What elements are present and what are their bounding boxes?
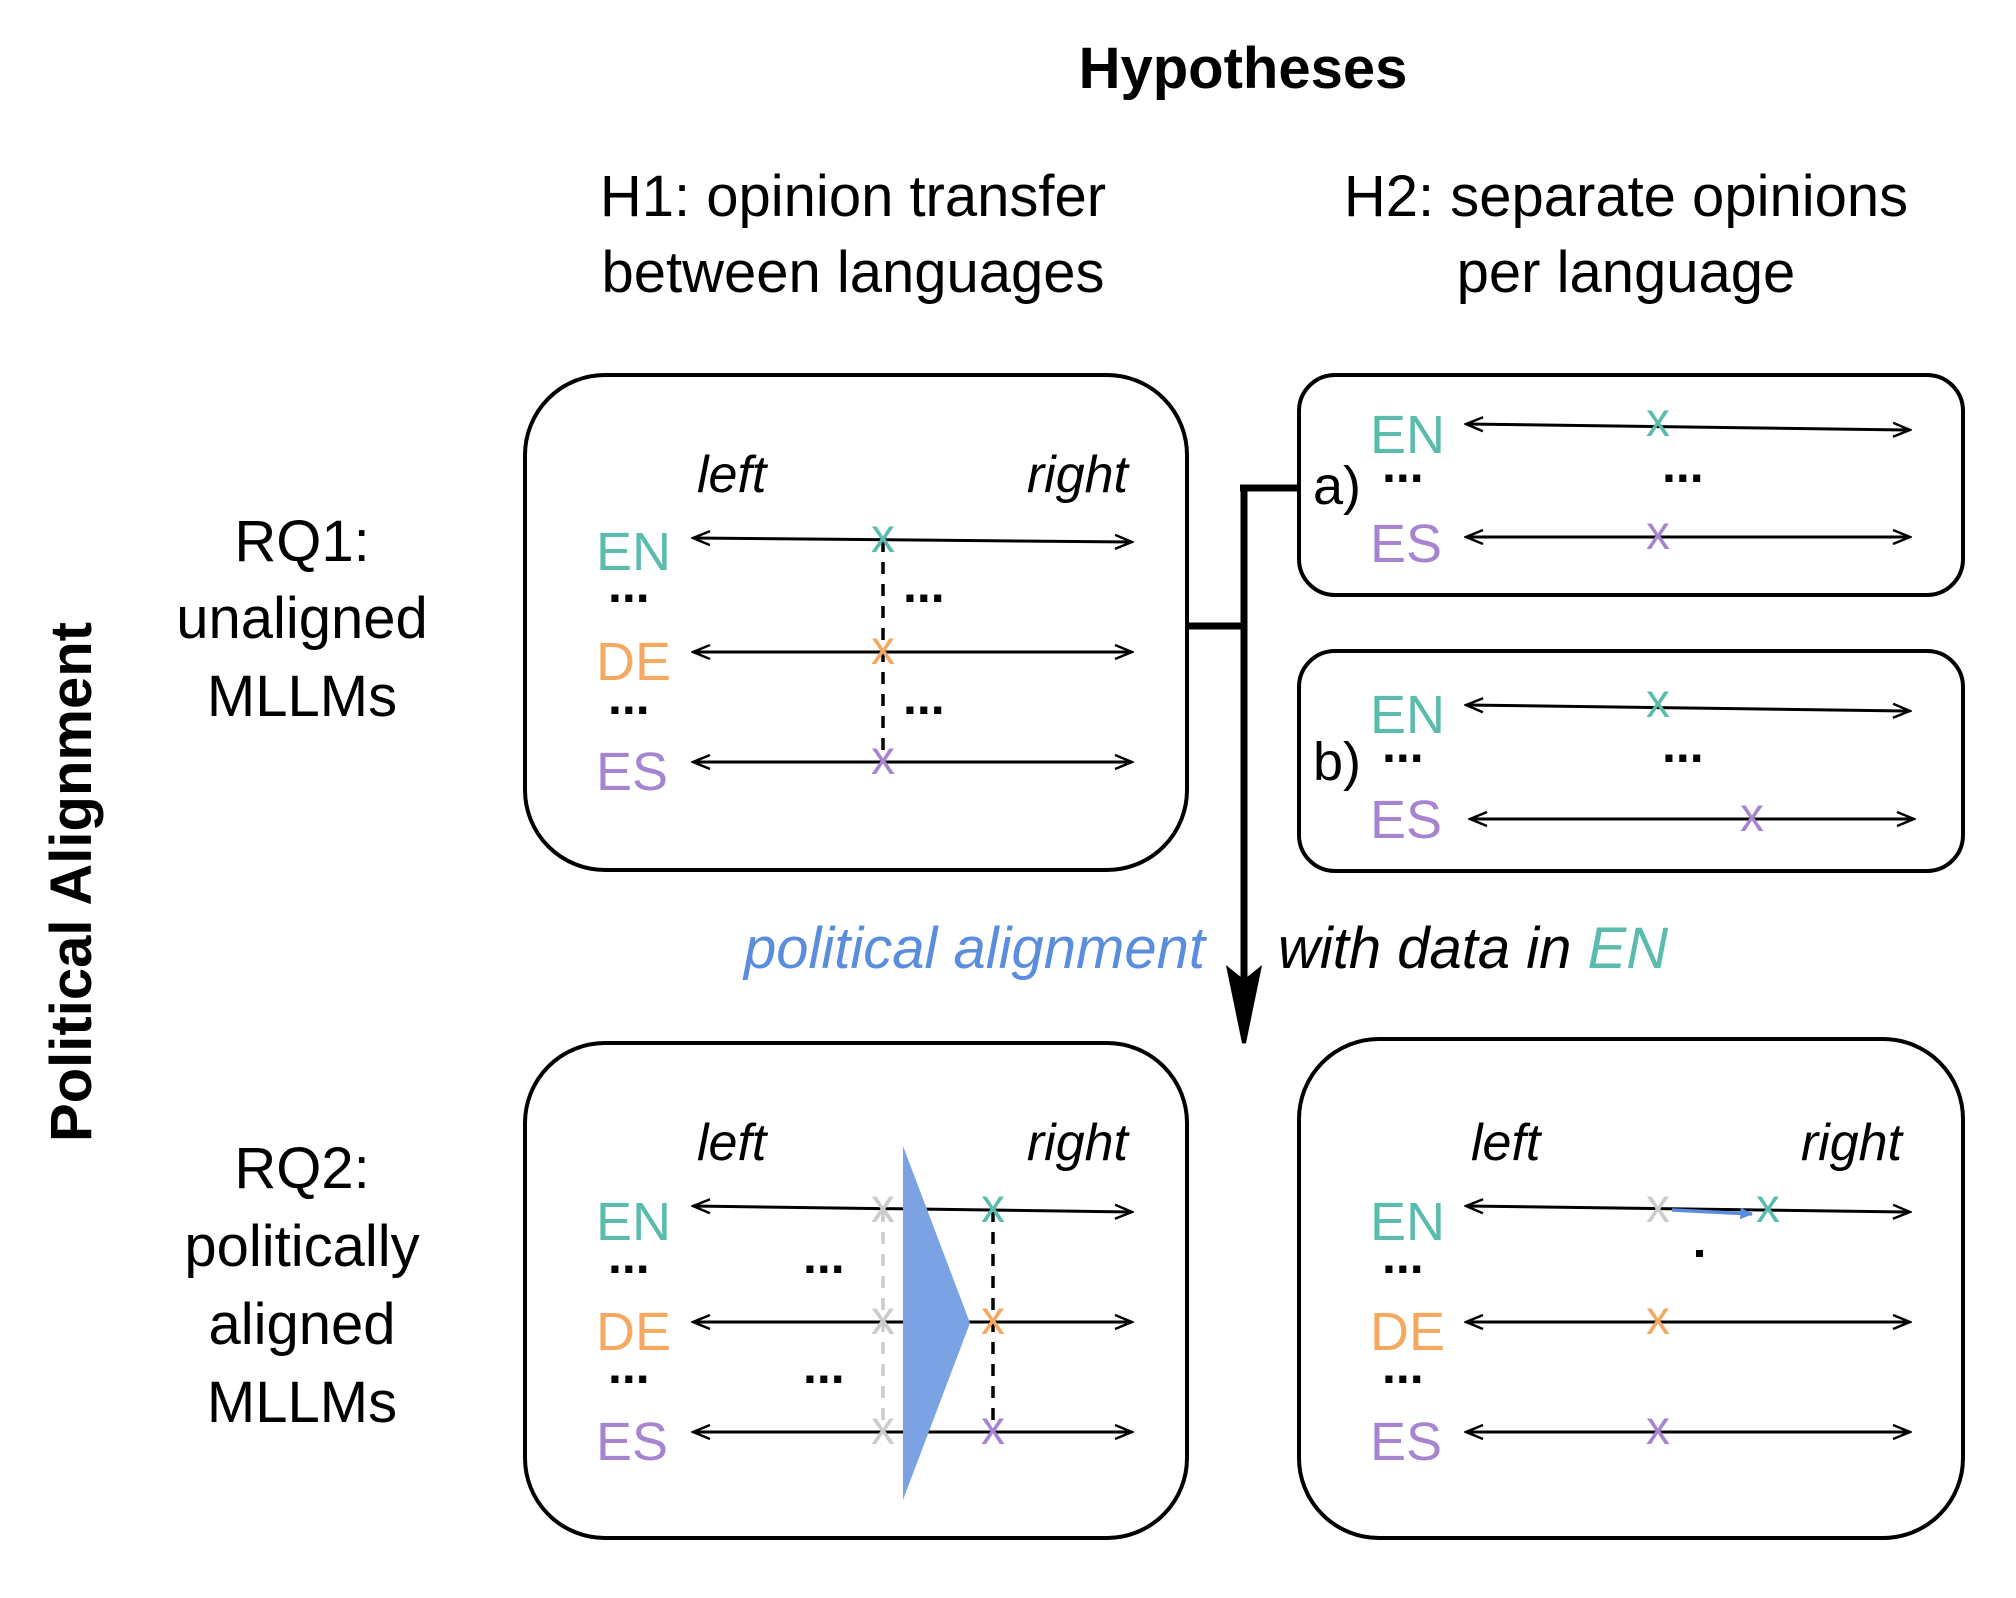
column-header-h1-line1: H1: opinion transfer	[600, 164, 1106, 229]
lang-label-en: EN	[596, 522, 671, 582]
variant-label-a: a)	[1313, 456, 1361, 516]
axis-label-right: right	[1027, 446, 1131, 504]
lang-label-en: EN	[596, 1192, 671, 1252]
row-label-rq1-line3: MLLMs	[207, 664, 397, 729]
previous-opinion-mark-es: x	[871, 1402, 895, 1455]
axis-label-right: right	[1801, 1114, 1905, 1172]
opinion-mark-en: x	[1646, 394, 1670, 447]
ellipsis-lang: ...	[1382, 1228, 1424, 1284]
transition-label-data-lang: EN	[1588, 916, 1669, 981]
ellipsis-lang: ...	[608, 1338, 650, 1394]
panel-rq2-h2	[1297, 1037, 1965, 1540]
row-label-rq1: RQ1: unaligned MLLMs	[176, 509, 428, 729]
ellipsis-mid: ...	[803, 1338, 845, 1394]
ellipsis-lang: ...	[608, 669, 650, 725]
row-label-rq2: RQ2: politically aligned MLLMs	[184, 1136, 419, 1435]
axis-line-en	[1466, 705, 1910, 711]
column-header-h1: H1: opinion transfer between languages	[600, 164, 1106, 305]
column-header-h1-line2: between languages	[601, 240, 1104, 305]
previous-opinion-mark-de: x	[871, 1292, 895, 1345]
ellipsis-mid: ...	[1662, 717, 1704, 773]
lang-label-en: EN	[1370, 685, 1445, 745]
ellipsis-lang: ...	[608, 557, 650, 613]
opinion-mark-de: x	[1646, 1292, 1670, 1345]
ellipsis-mid: ...	[803, 1228, 845, 1284]
transfer-triangle-icon	[903, 1146, 970, 1500]
ellipsis-lang: ...	[1382, 717, 1424, 773]
opinion-mark-en: x	[871, 510, 895, 563]
transition-label-data: with data in EN	[1278, 916, 1668, 981]
lang-label-es: ES	[1370, 790, 1442, 850]
shift-arrow-icon	[1671, 1207, 1754, 1220]
lang-label-en: EN	[1370, 1192, 1445, 1252]
axis-label-left: left	[697, 446, 769, 504]
axis-label-left: left	[1471, 1114, 1543, 1172]
ellipsis-mid: ...	[1662, 437, 1704, 493]
ellipsis-mid: ...	[903, 669, 945, 725]
opinion-mark-de: x	[981, 1292, 1005, 1345]
panel-rq1-h2b-content: EN ES x x......	[1370, 675, 1914, 850]
column-header-h2: H2: separate opinions per language	[1344, 164, 1908, 305]
opinion-mark-de: x	[871, 622, 895, 675]
axis-label-left: left	[697, 1114, 769, 1172]
panel-rq2-h1	[523, 1041, 1189, 1540]
previous-opinion-mark-en: x	[1646, 1180, 1670, 1233]
axis-line-en	[1466, 1206, 1910, 1212]
opinion-mark-en: x	[1756, 1180, 1780, 1233]
ellipsis-mid: ...	[903, 557, 945, 613]
ellipsis-lang: ...	[608, 1228, 650, 1284]
row-label-rq1-line2: unaligned	[176, 586, 428, 651]
transition-label-alignment: political alignment	[742, 916, 1208, 981]
previous-opinion-mark-en: x	[871, 1180, 895, 1233]
lang-label-de: DE	[596, 632, 671, 692]
panel-rq1-h2b	[1297, 649, 1965, 873]
lang-label-de: DE	[1370, 1302, 1445, 1362]
opinion-mark-es: x	[871, 732, 895, 785]
stray-dot	[1696, 1250, 1703, 1257]
ellipsis-lang: ...	[1382, 437, 1424, 493]
connector	[1187, 484, 1299, 990]
opinion-mark-es: x	[1646, 507, 1670, 560]
row-label-rq2-line2: politically	[184, 1214, 419, 1279]
axis-line-en	[1466, 424, 1910, 430]
side-label: Political Alignment	[39, 622, 104, 1142]
lang-label-es: ES	[596, 742, 668, 802]
opinion-mark-es: x	[1740, 789, 1764, 842]
transition-label-data-text: with data in	[1278, 916, 1588, 981]
opinion-mark-es: x	[1646, 1402, 1670, 1455]
opinion-mark-es: x	[981, 1402, 1005, 1455]
column-header-h2-line1: H2: separate opinions	[1344, 164, 1908, 229]
main-arrow-icon	[1225, 964, 1263, 1044]
lang-label-es: ES	[596, 1412, 668, 1472]
row-label-rq2-line3: aligned	[208, 1292, 395, 1357]
diagram-title: Hypotheses	[1079, 36, 1408, 101]
axis-line-en	[693, 538, 1132, 542]
row-label-rq1-line1: RQ1:	[234, 509, 369, 574]
ellipsis-lang: ...	[1382, 1338, 1424, 1394]
lang-label-es: ES	[1370, 514, 1442, 574]
axis-label-right: right	[1027, 1114, 1131, 1172]
row-label-rq2-line1: RQ2:	[234, 1136, 369, 1201]
row-label-rq2-line4: MLLMs	[207, 1370, 397, 1435]
lang-label-en: EN	[1370, 405, 1445, 465]
lang-label-de: DE	[596, 1302, 671, 1362]
opinion-mark-en: x	[981, 1180, 1005, 1233]
column-header-h2-line2: per language	[1457, 240, 1796, 305]
lang-label-es: ES	[1370, 1412, 1442, 1472]
opinion-mark-en: x	[1646, 675, 1670, 728]
variant-label-b: b)	[1313, 732, 1361, 792]
panel-rq1-h2a-content: EN ES x x......	[1370, 394, 1910, 574]
